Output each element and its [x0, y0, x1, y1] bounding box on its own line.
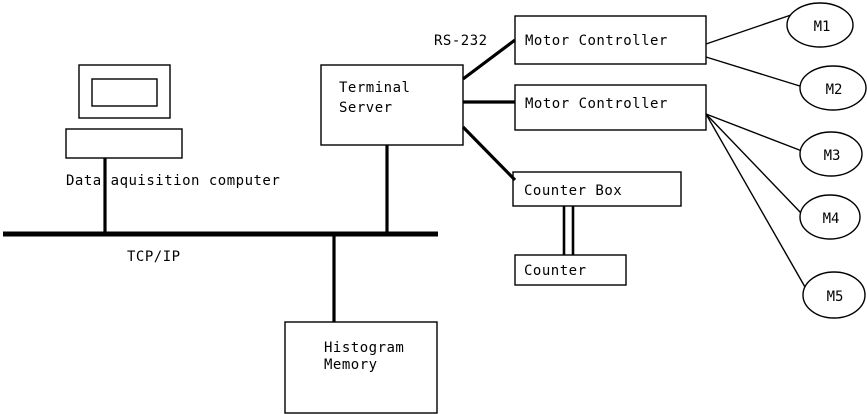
computer-base-rect: [65, 128, 183, 159]
motor-m5-ellipse[interactable]: [802, 271, 866, 319]
motor-controller-2-box[interactable]: [514, 84, 707, 131]
histogram-memory-label-line2: Memory: [324, 357, 378, 373]
motor-controller-1-label: Motor Controller: [525, 33, 668, 49]
motor-controller-1-box[interactable]: [514, 15, 707, 65]
link-motor-controller-1-to-m1: [705, 14, 792, 45]
histogram-memory-label-line1: Histogram: [324, 340, 404, 356]
link-motor-controller-2-to-m4: [705, 113, 802, 214]
data-acquisition-computer-label: Data aquisition computer: [66, 173, 280, 189]
counter-box-box[interactable]: [512, 171, 682, 207]
terminal-server-label-line1: Terminal: [339, 80, 410, 96]
motor-m4-ellipse[interactable]: [799, 194, 861, 240]
motor-m2-ellipse[interactable]: [799, 65, 867, 111]
rs232-link-label: RS-232: [434, 33, 488, 49]
terminal-server-label-line2: Server: [339, 100, 393, 116]
counter-label: Counter: [524, 263, 587, 279]
motor-m2-label: M2: [826, 82, 843, 98]
link-motor-controller-1-to-m2: [705, 56, 804, 88]
link-motor-controller-2-to-m3: [705, 113, 803, 152]
motor-m3-ellipse[interactable]: [799, 131, 863, 177]
histogram-memory-box[interactable]: [284, 321, 438, 414]
motor-controller-2-label: Motor Controller: [525, 96, 668, 112]
link-terminal-server-to-motor-controller-1: [462, 38, 516, 81]
terminal-server-box[interactable]: [320, 64, 464, 146]
counter-box-label: Counter Box: [524, 183, 622, 199]
tcpip-bus-label: TCP/IP: [127, 249, 181, 265]
motor-m5-label: M5: [827, 289, 844, 305]
motor-m4-label: M4: [823, 211, 840, 227]
counter-box[interactable]: [514, 254, 627, 286]
motor-m3-label: M3: [824, 148, 841, 164]
motor-m1-label: M1: [814, 19, 831, 35]
link-terminal-server-to-counter-box: [461, 125, 517, 182]
motor-m1-ellipse[interactable]: [786, 2, 854, 48]
monitor-screen-rect: [91, 78, 158, 107]
link-motor-controller-2-to-m5: [705, 113, 806, 288]
